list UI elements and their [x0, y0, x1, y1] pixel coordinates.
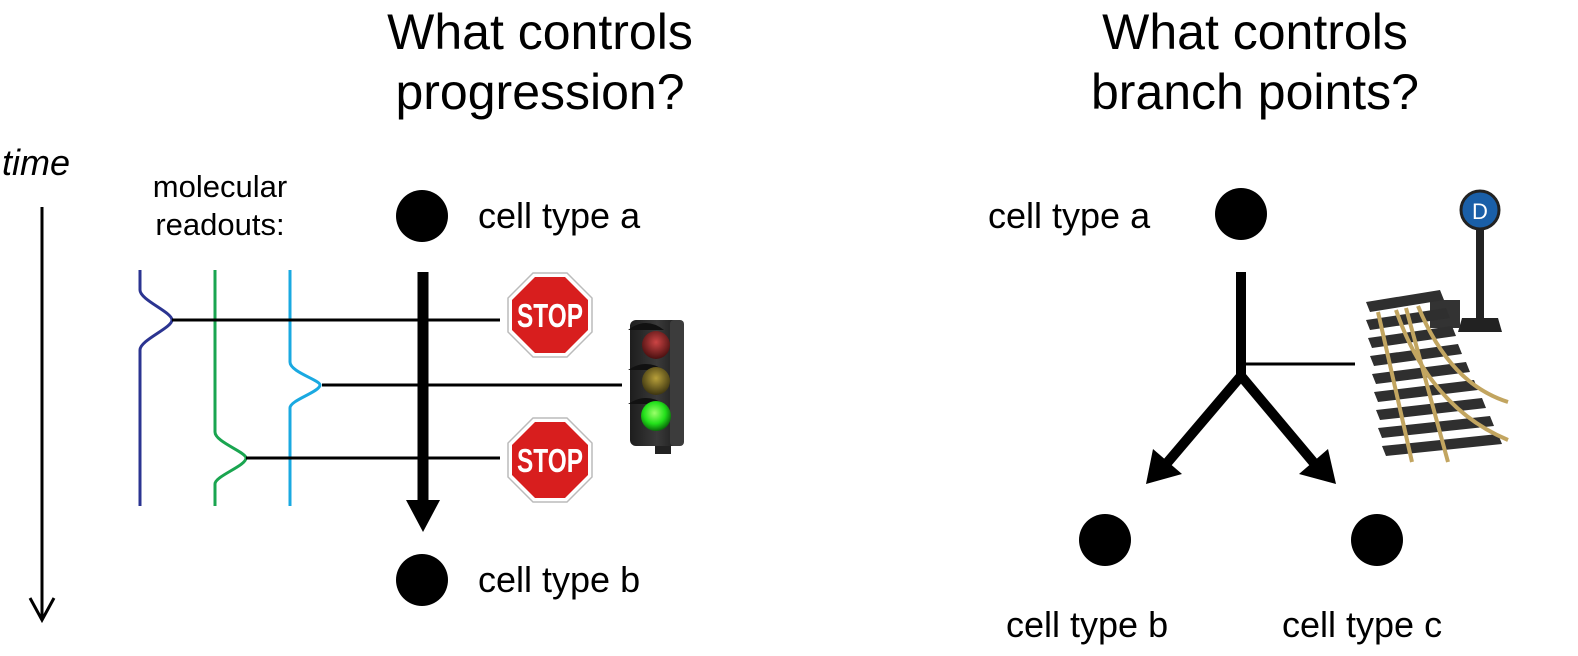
switch-sign-letter: D — [1472, 199, 1488, 224]
branch-arrows — [1146, 272, 1336, 484]
stop-sign-icon: STOP — [507, 417, 593, 503]
readouts-line1: molecular — [152, 169, 288, 204]
right-title-line2: branch points? — [1090, 64, 1419, 120]
stop-sign-icon: STOP — [507, 272, 593, 358]
left-cell-type-a-label: cell type a — [478, 195, 641, 236]
left-title-line2: progression? — [395, 64, 685, 120]
right-cell-type-b-label: cell type b — [1006, 604, 1169, 645]
right-cell-b-dot — [1079, 514, 1131, 566]
right-cell-a-dot — [1215, 188, 1267, 240]
right-cell-type-a-label: cell type a — [988, 195, 1151, 236]
molecular-readouts-label: molecular readouts: — [120, 168, 320, 244]
stop-sign-text: STOP — [517, 297, 583, 334]
left-cell-type-b-label: cell type b — [478, 559, 641, 600]
progression-arrow — [406, 272, 440, 532]
readout-trace-blue — [138, 270, 174, 506]
time-label: time — [2, 142, 71, 183]
stop-sign-text: STOP — [517, 442, 583, 479]
left-cell-b-dot — [396, 554, 448, 606]
railway-switch-icon: D — [1366, 189, 1509, 463]
traffic-light-icon — [628, 320, 684, 454]
left-title: What controls progression? — [330, 2, 750, 122]
right-cell-c-dot — [1351, 514, 1403, 566]
left-cell-a-dot — [396, 190, 448, 242]
readouts-line2: readouts: — [155, 207, 285, 242]
time-arrow — [28, 207, 56, 624]
left-title-line1: What controls — [387, 4, 693, 60]
readout-trace-green — [213, 270, 248, 506]
readout-trace-cyan — [288, 270, 322, 506]
right-cell-type-c-label: cell type c — [1282, 604, 1443, 645]
right-title-line1: What controls — [1102, 4, 1408, 60]
right-title: What controls branch points? — [1045, 2, 1465, 122]
